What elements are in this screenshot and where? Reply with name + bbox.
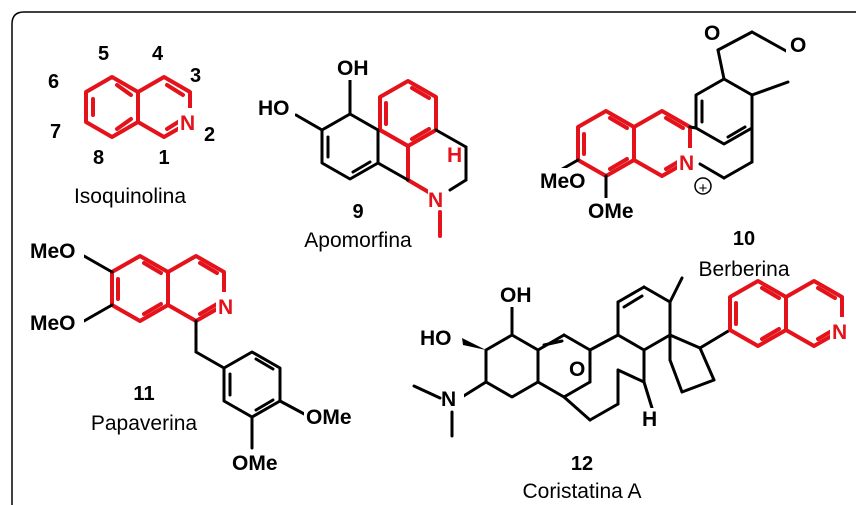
apomorphine-structure: N OH HO H — [257, 56, 468, 238]
cortistatin-number: 12 — [571, 453, 593, 475]
berberine-n-atom: N — [679, 152, 694, 175]
cortistatin-h: H — [642, 408, 657, 431]
panel-frame — [11, 11, 856, 505]
cortistatin-o-bridge: O — [569, 358, 585, 381]
isoquinoline-position-3: 3 — [190, 65, 201, 87]
apomorphine-number: 9 — [352, 201, 363, 223]
cortistatin-name: Coristatina A — [522, 480, 641, 503]
isoquinoline-structure: N 1 2 3 4 5 6 7 8 — [48, 43, 215, 169]
papaverine-meo-bottom: MeO — [30, 312, 76, 335]
apomorphine-ho-left: HO — [258, 97, 290, 120]
apomorphine-oh-top: OH — [337, 57, 369, 80]
papaverine-n-atom: N — [218, 296, 233, 319]
isoquinoline-position-6: 6 — [48, 71, 59, 93]
apomorphine-h-atom: H — [447, 144, 462, 167]
berberine-name: Berberina — [698, 258, 789, 281]
berberine-meo: MeO — [540, 170, 586, 193]
berberine-ome: OMe — [588, 200, 634, 223]
papaverine-number: 11 — [133, 383, 154, 405]
cortistatin-n-dimethyl: N — [441, 388, 456, 411]
papaverine-structure: N MeO MeO OMe OMe — [28, 240, 364, 476]
papaverine-name: Papaverina — [91, 412, 198, 435]
berberine-number: 10 — [733, 228, 755, 250]
papaverine-ome-bottom: OMe — [232, 452, 278, 475]
berberine-o-top: O — [704, 22, 720, 45]
berberine-o-right: O — [790, 34, 806, 57]
isoquinoline-position-2: 2 — [204, 124, 215, 146]
berberine-charge: + — [699, 180, 708, 197]
cortistatin-n-isoquinoline: N — [832, 321, 847, 344]
isoquinoline-name: Isoquinolina — [74, 185, 186, 208]
isoquinoline-position-5: 5 — [98, 43, 109, 65]
isoquinoline-position-8: 8 — [93, 147, 104, 169]
cortistatin-structure: OH HO N O H — [412, 276, 856, 438]
isoquinoline-position-4: 4 — [152, 43, 164, 65]
cortistatin-ho: HO — [420, 327, 452, 350]
berberine-structure: N + O O MeO OMe — [538, 22, 806, 223]
papaverine-meo-top: MeO — [30, 240, 76, 263]
isoquinoline-position-1: 1 — [158, 147, 169, 169]
isoquinoline-n-atom: N — [180, 112, 195, 135]
apomorphine-name: Apomorfina — [304, 229, 412, 252]
isoquinoline-position-7: 7 — [50, 121, 61, 143]
cortistatin-oh: OH — [500, 284, 532, 307]
papaverine-ome-right: OMe — [306, 406, 352, 429]
apomorphine-n-atom: N — [428, 189, 443, 212]
